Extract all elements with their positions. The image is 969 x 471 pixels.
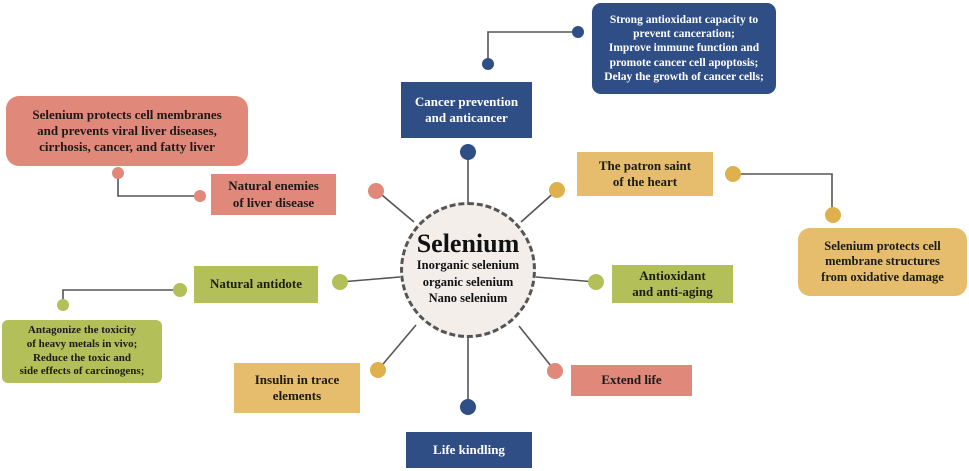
detail-heart: Selenium protects cell membrane structur… bbox=[798, 228, 967, 296]
label-natural-antidote: Natural antidote bbox=[194, 266, 318, 303]
dot-liver-spoke bbox=[368, 183, 384, 199]
dot-life-kindling-spoke bbox=[460, 399, 476, 415]
label-heart: The patron saint of the heart bbox=[577, 152, 713, 196]
label-life-kindling: Life kindling bbox=[406, 432, 532, 468]
spoke-antioxidant bbox=[535, 276, 597, 283]
dot-antioxidant-spoke bbox=[588, 274, 604, 290]
dot-heart-callout-a bbox=[725, 166, 741, 182]
dot-heart-callout-b bbox=[825, 207, 841, 223]
dot-cancer-callout-a bbox=[482, 58, 494, 70]
dot-cancer-callout-b bbox=[572, 26, 584, 38]
label-extend-life: Extend life bbox=[571, 365, 692, 396]
label-cancer-prevention: Cancer prevention and anticancer bbox=[401, 82, 532, 138]
dot-cancer-spoke bbox=[460, 144, 476, 160]
dot-extend-life-spoke bbox=[547, 363, 563, 379]
spoke-extend-life bbox=[518, 325, 556, 372]
center-title: Selenium bbox=[416, 228, 520, 258]
center-line-inorganic: Inorganic selenium bbox=[416, 258, 520, 273]
dot-antidote-spoke bbox=[332, 274, 348, 290]
detail-antidote: Antagonize the toxicity of heavy metals … bbox=[2, 320, 162, 383]
detail-cancer: Strong antioxidant capacity to prevent c… bbox=[592, 3, 776, 94]
dot-heart-spoke bbox=[549, 182, 565, 198]
center-line-nano: Nano selenium bbox=[428, 290, 508, 305]
dot-liver-callout-a bbox=[112, 167, 124, 179]
dot-liver-callout-b bbox=[194, 190, 206, 202]
label-insulin: Insulin in trace elements bbox=[234, 363, 360, 413]
label-liver: Natural enemies of liver disease bbox=[211, 174, 336, 215]
callout-heart bbox=[733, 173, 833, 214]
callout-antidote bbox=[62, 289, 180, 305]
dot-antidote-callout-b bbox=[57, 299, 69, 311]
center-hub: Selenium Inorganic selenium organic sele… bbox=[400, 202, 536, 338]
dot-insulin-spoke bbox=[370, 362, 386, 378]
spoke-antidote bbox=[339, 276, 401, 283]
label-antioxidant: Antioxidant and anti-aging bbox=[612, 265, 733, 303]
callout-liver bbox=[117, 174, 200, 197]
callout-cancer bbox=[487, 31, 578, 64]
spoke-insulin bbox=[377, 324, 417, 371]
center-line-organic: organic selenium bbox=[422, 274, 514, 289]
detail-liver: Selenium protects cell membranes and pre… bbox=[6, 96, 248, 166]
dot-antidote-callout-a bbox=[173, 283, 187, 297]
